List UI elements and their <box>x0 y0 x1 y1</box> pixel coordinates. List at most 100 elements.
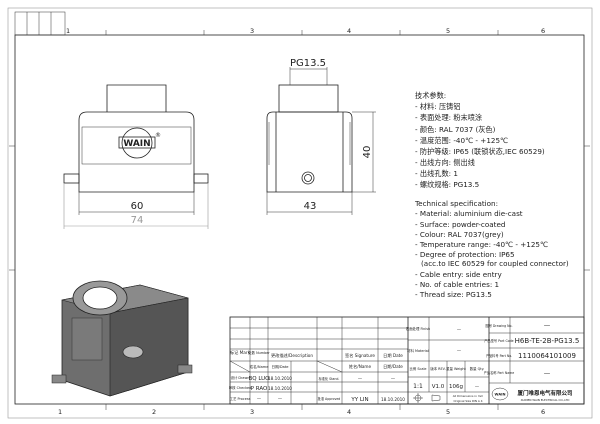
spec-cn-item: - 出线孔数: 1 <box>415 169 458 178</box>
cable-entry-icon <box>301 171 315 185</box>
spec-en-item: (acc.to IEC 60529 for coupled connector) <box>421 259 569 268</box>
name-header: 姓名/Name <box>249 364 269 369</box>
size-note: Original Size DIN A 4 <box>453 399 482 403</box>
stand-date: — <box>391 376 395 381</box>
part-name-label: 产品名称 Part Name <box>484 370 515 375</box>
front-view: WAIN ® 60 74 <box>63 84 209 229</box>
zone-bottom-6: 6 <box>541 408 545 416</box>
finish-value: — <box>457 327 461 332</box>
spec-english: Technical specification: - Material: alu… <box>414 199 569 299</box>
dim-40: 40 <box>362 146 373 159</box>
drawing-no-label: 图号 Drawing No. <box>486 323 513 328</box>
rev-label: 版本 REV. <box>430 366 445 371</box>
material-value: — <box>457 348 461 353</box>
spec-en-item: - Thread size: PG13.5 <box>415 290 492 299</box>
process-label: 工艺 Process <box>230 396 251 401</box>
process-date: — <box>278 396 282 401</box>
zone-top-5: 5 <box>446 27 450 35</box>
svg-text:WAIN: WAIN <box>123 139 150 149</box>
date-header-2: 日期/Date <box>383 364 403 370</box>
process-name: — <box>257 396 261 401</box>
part-no-label: 产品料号 Part No. <box>486 353 512 358</box>
svg-text:WAIN: WAIN <box>495 393 506 397</box>
checked-date: 18.10.2010 <box>268 386 292 391</box>
spec-cn-item: - 颜色: RAL 7037 (灰色) <box>415 125 496 134</box>
title-block: 标记 Mark 处数 Number 更改描述/Description 签名 Si… <box>229 316 585 405</box>
company-name-cn: 厦门唯恩电气有限公司 <box>517 389 572 397</box>
spec-cn-item: - 材料: 压铸铝 <box>415 102 461 111</box>
spec-cn-item: - 防护等级: IP65 (联锁状态,IEC 60529) <box>415 147 545 156</box>
spec-en-item: - Material: aluminium die-cast <box>415 209 523 218</box>
scale-label: 比例 Scale <box>410 366 427 371</box>
date-col-header: 日期/Date <box>272 364 290 369</box>
zone-bottom-2: 2 <box>152 408 156 416</box>
dim-74: 74 <box>131 215 144 226</box>
spec-en-item: - Cable entry: side entry <box>415 270 503 279</box>
spec-en-item: - No. of cable entries: 1 <box>415 280 499 289</box>
zone-top-6: 6 <box>541 27 545 35</box>
projection-symbol-icon <box>413 393 441 403</box>
stand-name: — <box>358 376 362 381</box>
part-name: — <box>544 369 551 377</box>
zone-bottom-5: 5 <box>446 408 450 416</box>
spec-cn-item: - 出线方向: 侧出线 <box>415 158 475 167</box>
outer-frame <box>7 7 593 419</box>
qty-value: — <box>475 384 479 389</box>
spec-cn-item: - 温度范围: -40℃ - +125℃ <box>415 136 508 145</box>
description-header: 更改描述/Description <box>271 352 313 359</box>
drawing-no: — <box>544 321 551 329</box>
stand-label: 标准化 Stand. <box>319 376 340 381</box>
zone-top-4: 4 <box>347 27 351 35</box>
part-no: 1110064101009 <box>518 352 576 360</box>
zone-bottom-4: 4 <box>347 408 351 416</box>
finish-label: 表面处理 Finish <box>406 326 430 331</box>
drawn-date: 18.10.2010 <box>268 376 292 381</box>
number-header: 处数 Number <box>248 350 270 355</box>
name-header-2: 姓名/Name <box>349 363 372 370</box>
dim-pg13-5: PG13.5 <box>290 58 326 69</box>
rev-value: V1.0 <box>432 384 445 390</box>
spec-en-item: - Surface: powder-coated <box>415 220 505 229</box>
material-label: 材料 Material <box>407 348 429 353</box>
dim-43: 43 <box>304 201 317 212</box>
company-logo: WAIN <box>491 387 509 401</box>
part-code-label: 产品型号 Part Code <box>484 338 513 343</box>
weight-value: 106g <box>449 384 463 390</box>
left-strip <box>14 11 66 36</box>
zone-bottom-1: 1 <box>58 408 62 416</box>
approved-label: 批准 Approved <box>318 396 341 401</box>
company-name-en: XIAMEN WAIN ELECTRICAL CO.,LTD <box>521 398 570 402</box>
dim-60: 60 <box>131 201 144 212</box>
dimensions-note: All Dimensions in mm <box>453 394 484 398</box>
scale-value: 1:1 <box>413 383 423 390</box>
zone-markers: 1 3 4 5 6 1 2 3 4 5 6 <box>9 27 590 416</box>
approved-name: YY LIN <box>350 397 368 403</box>
spec-cn-item: - 螺纹规格: PG13.5 <box>415 180 479 189</box>
spec-cn-item: - 表面处理: 粉末喷涂 <box>415 113 482 122</box>
svg-text:®: ® <box>155 132 161 139</box>
spec-en-item: - Degree of protection: IP65 <box>415 250 515 259</box>
zone-bottom-3: 3 <box>250 408 254 416</box>
checked-name: P RAO <box>251 386 268 392</box>
spec-en-item: - Temperature range: -40℃ - +125℃ <box>415 240 548 249</box>
approved-date: 18.10.2010 <box>381 397 405 402</box>
spec-en-title: Technical specification: <box>414 199 498 208</box>
drawn-label: 设计 Drawn <box>231 375 250 380</box>
spec-chinese: 技术参数: - 材料: 压铸铝 - 表面处理: 粉末喷涂 - 颜色: RAL 7… <box>415 91 545 189</box>
signature-header: 签名 Signature <box>345 352 375 359</box>
weight-label: 重量 Weight <box>446 366 466 371</box>
zone-top-3: 3 <box>250 27 254 35</box>
isometric-view <box>51 280 193 397</box>
part-code: H6B-TE-2B-PG13.5 <box>515 337 580 345</box>
wain-logo: WAIN ® <box>118 127 161 159</box>
side-view: PG13.5 40 43 <box>266 58 376 215</box>
spec-en-item: - Colour: RAL 7037(grey) <box>415 230 504 239</box>
checked-label: 审核 Checked <box>229 385 251 390</box>
spec-cn-title: 技术参数: <box>415 91 446 100</box>
drawn-name: BQ LUO <box>249 376 271 382</box>
qty-label: 数量 Qty. <box>470 366 484 371</box>
date-header: 日期 Date <box>383 353 403 359</box>
mark-header: 标记 Mark <box>230 349 251 356</box>
zone-top-1: 1 <box>66 27 70 35</box>
